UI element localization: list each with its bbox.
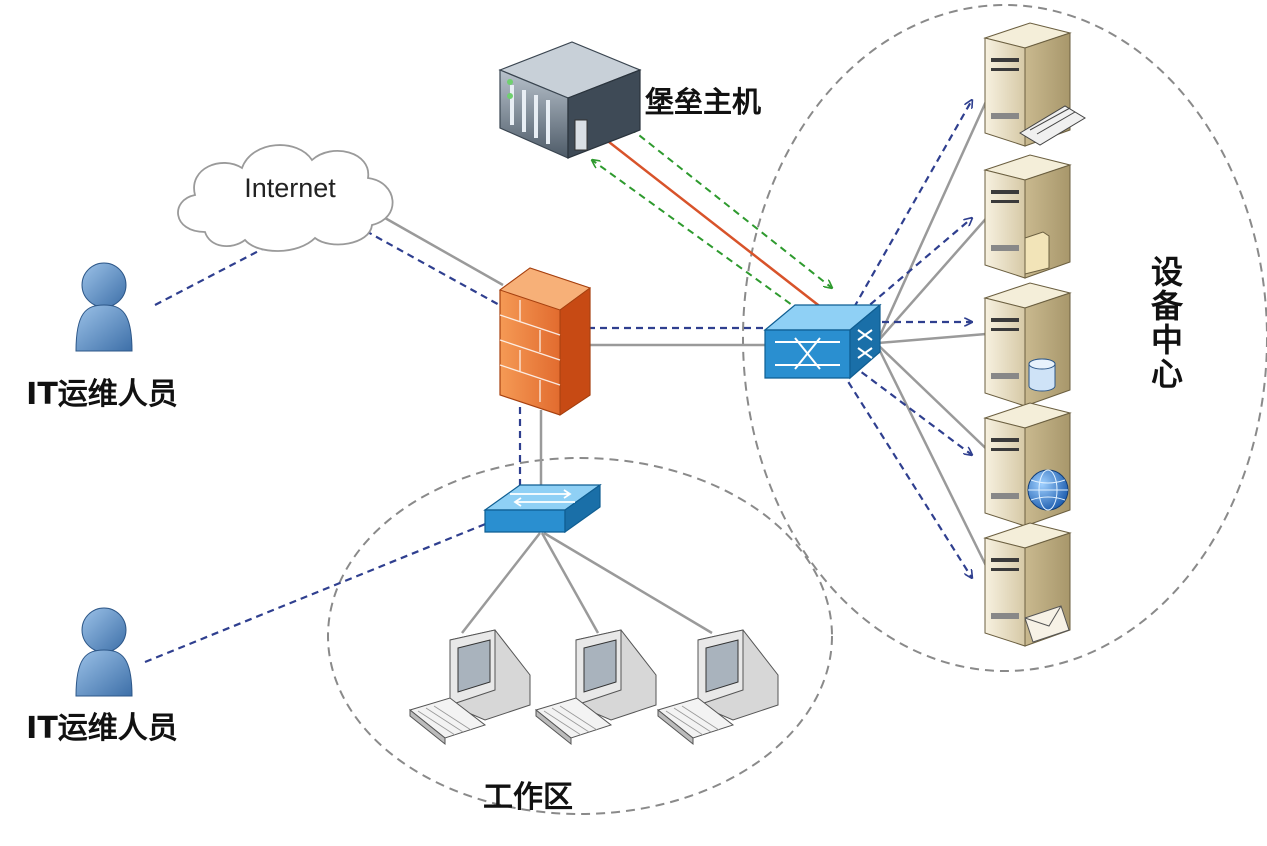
bastion-flow-in (592, 160, 811, 319)
internet-label: Internet (244, 173, 336, 203)
firewall-icon (498, 267, 592, 416)
datacenter-label: 设 备 中 心 (1151, 253, 1184, 393)
database-server-icon (983, 282, 1072, 407)
it-staff-label-bottom: IT运维人员 (26, 711, 178, 746)
desktop-computer-icon (534, 629, 657, 746)
work-area-label: 工作区 (483, 780, 573, 815)
cloud-icon (177, 144, 394, 252)
rack-server-icon (498, 41, 642, 159)
datacenter-zone (742, 4, 1267, 672)
datacenter-label-char: 备 (1151, 287, 1184, 325)
desktop-computer-icon (408, 629, 531, 746)
bastion-host-label: 堡垒主机 (645, 85, 761, 119)
datacenter-label-char: 心 (1151, 355, 1183, 393)
work-area-zone (327, 457, 833, 815)
ftp-server-icon (983, 22, 1086, 147)
datacenter-label-char: 设 (1151, 253, 1183, 291)
person-icon (75, 607, 133, 697)
bastion-flow-out (629, 127, 832, 288)
it-staff-label-top: IT运维人员 (26, 377, 178, 412)
datacenter-label-char: 中 (1151, 321, 1183, 359)
mail-server-icon (983, 522, 1072, 647)
person-icon (75, 262, 133, 352)
core-switch-icon (763, 303, 882, 380)
desktop-computer-icon (656, 629, 779, 746)
web-server-icon (983, 402, 1072, 527)
network-links (384, 74, 1000, 635)
bastion-uplink (599, 134, 823, 309)
file-server-icon (983, 154, 1072, 279)
access-switch-icon (483, 483, 602, 534)
